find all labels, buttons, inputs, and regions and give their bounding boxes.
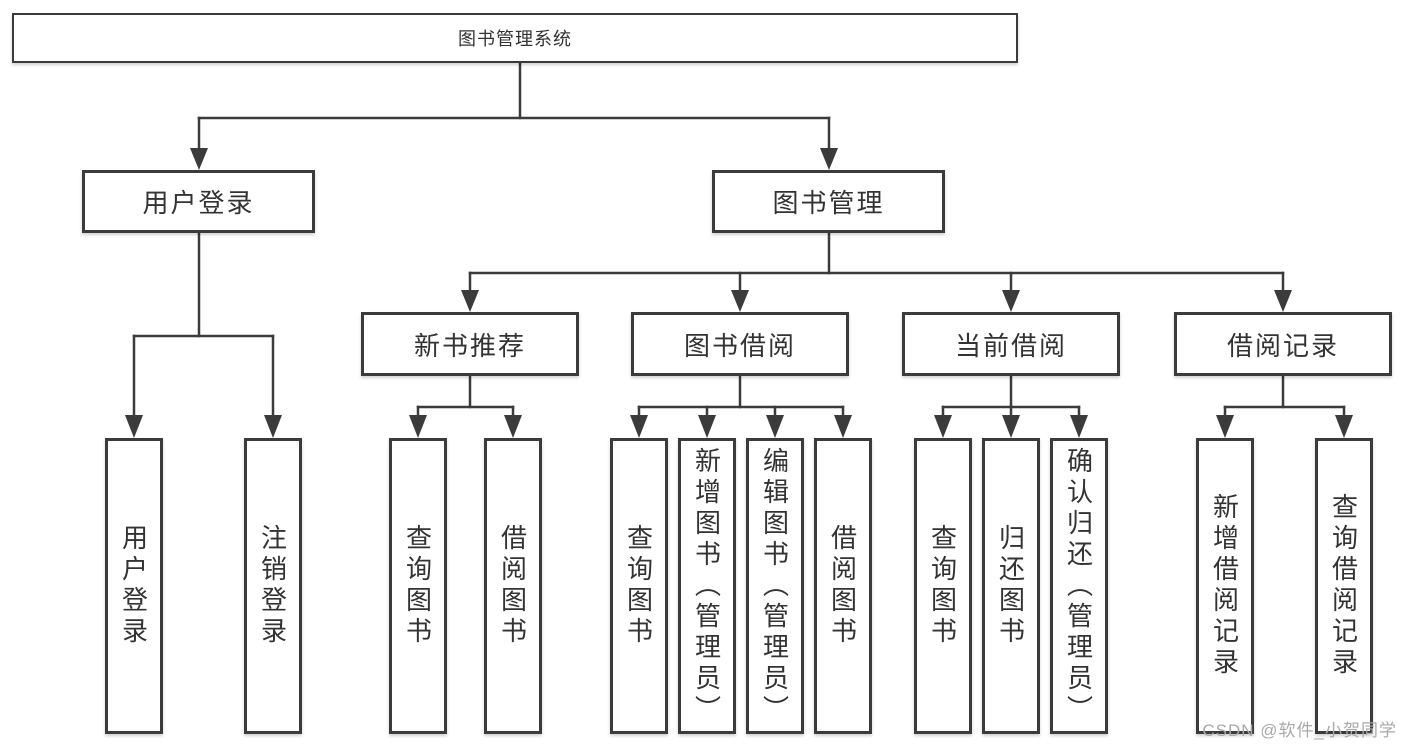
arrow-down-icon [820, 148, 838, 170]
connector-new-book-recommendation [409, 374, 522, 438]
node-book-management-label: 图书管理 [772, 188, 885, 218]
arrow-down-icon [504, 415, 522, 438]
leaf-return-books: 归还图书 [982, 438, 1040, 734]
leaf-query-borrow-record: 查询借阅记录 [1315, 438, 1373, 734]
leaf-logout: 注销登录 [244, 438, 302, 734]
arrow-down-icon [125, 415, 143, 438]
arrow-down-icon [630, 415, 648, 438]
arrow-down-icon [1002, 290, 1020, 312]
leaf-edit-book-admin-label: 编辑图书（管理员） [759, 446, 790, 726]
arrow-down-icon [264, 415, 282, 438]
leaf-confirm-return-admin: 确认归还（管理员） [1050, 438, 1108, 734]
arrow-down-icon [1002, 415, 1020, 438]
leaf-borrow-books: 借阅图书 [814, 438, 872, 734]
leaf-user-login: 用户登录 [105, 438, 163, 734]
leaf-add-borrow-record: 新增借阅记录 [1196, 438, 1254, 734]
arrow-down-icon [190, 148, 208, 170]
node-root: 图书管理系统 [12, 13, 1018, 63]
arrow-down-icon [1070, 415, 1088, 438]
node-book-borrowing: 图书借阅 [631, 312, 849, 376]
leaf-add-book-admin-label: 新增图书（管理员） [691, 446, 722, 726]
connector-book-borrowing [630, 374, 852, 438]
leaf-query-books-current-label: 查询图书 [927, 524, 958, 648]
node-current-borrowing-label: 当前借阅 [954, 330, 1067, 361]
arrow-down-icon [698, 415, 716, 438]
leaf-query-books-borrow: 查询图书 [610, 438, 668, 734]
watermark: CSDN @软件_小贺同学 [1202, 721, 1397, 740]
node-user-login-label: 用户登录 [142, 188, 255, 218]
node-book-management: 图书管理 [712, 170, 945, 233]
connector-borrowing-records [1216, 374, 1353, 438]
arrow-down-icon [934, 415, 952, 438]
leaf-confirm-return-admin-label: 确认归还（管理员） [1063, 446, 1094, 726]
leaf-query-borrow-record-label: 查询借阅记录 [1328, 493, 1359, 679]
arrow-down-icon [409, 415, 427, 438]
leaf-query-books-borrow-label: 查询图书 [623, 524, 654, 648]
node-book-borrowing-label: 图书借阅 [683, 330, 796, 361]
arrow-down-icon [766, 415, 784, 438]
leaf-return-books-label: 归还图书 [995, 524, 1026, 648]
leaf-query-books-recommend-label: 查询图书 [402, 524, 433, 648]
arrow-down-icon [731, 290, 749, 312]
connector-book-management [461, 231, 1292, 312]
node-new-book-recommendation: 新书推荐 [361, 312, 579, 376]
node-current-borrowing: 当前借阅 [902, 312, 1120, 376]
node-root-label: 图书管理系统 [458, 29, 572, 49]
leaf-edit-book-admin: 编辑图书（管理员） [746, 438, 804, 734]
leaf-borrow-books-recommend-label: 借阅图书 [497, 524, 528, 648]
arrow-down-icon [461, 290, 479, 312]
node-borrowing-records: 借阅记录 [1174, 312, 1392, 376]
arrow-down-icon [1274, 290, 1292, 312]
leaf-query-books-current: 查询图书 [914, 438, 972, 734]
leaf-logout-label: 注销登录 [257, 524, 288, 648]
leaf-add-book-admin: 新增图书（管理员） [678, 438, 736, 734]
leaf-query-books-recommend: 查询图书 [389, 438, 447, 734]
connector-root [190, 61, 838, 170]
node-borrowing-records-label: 借阅记录 [1226, 330, 1339, 361]
leaf-user-login-label: 用户登录 [118, 524, 149, 648]
arrow-down-icon [834, 415, 852, 438]
connector-current-borrowing [934, 374, 1088, 438]
node-new-book-recommendation-label: 新书推荐 [413, 330, 526, 361]
leaf-borrow-books-label: 借阅图书 [827, 524, 858, 648]
node-user-login: 用户登录 [82, 170, 315, 233]
connector-user-login [125, 231, 282, 438]
leaf-borrow-books-recommend: 借阅图书 [484, 438, 542, 734]
leaf-add-borrow-record-label: 新增借阅记录 [1209, 493, 1240, 679]
arrow-down-icon [1216, 415, 1234, 438]
arrow-down-icon [1335, 415, 1353, 438]
